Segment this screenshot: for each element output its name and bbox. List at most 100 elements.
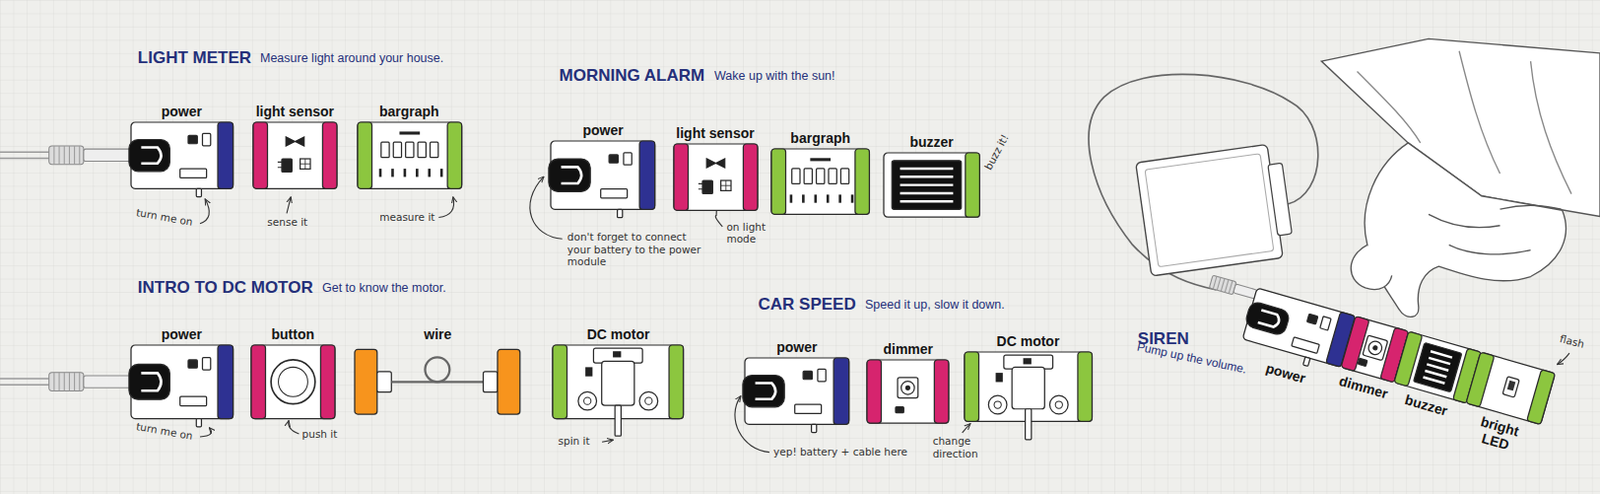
module-part [1022, 358, 1031, 365]
module-part [402, 168, 406, 177]
label-holder: don't forget to connect your battery to … [567, 230, 711, 268]
label-holder: Speed it up, slow it down. [865, 297, 1005, 313]
module-part [322, 122, 336, 189]
module-part [994, 400, 1001, 408]
module-graphic [866, 359, 949, 425]
illustration-part [49, 145, 84, 165]
handwritten-note: push it [302, 427, 338, 441]
circuit-title: CAR SPEED [758, 294, 857, 315]
module-label: bargraph [790, 130, 851, 146]
label-holder: INTRO TO DC MOTOR [137, 277, 314, 298]
module-label: bargraph [379, 103, 440, 120]
module-label: dimmer [882, 340, 934, 357]
module-part [277, 367, 308, 398]
module-part [899, 192, 953, 195]
module-part [899, 200, 953, 202]
label-holder: change direction [933, 434, 995, 460]
module-art [253, 122, 337, 189]
module-part [1412, 341, 1462, 392]
module-part [645, 397, 653, 404]
leader-line [1557, 352, 1570, 364]
module-part [201, 133, 210, 146]
module-part [1502, 376, 1520, 398]
illustration-part [49, 372, 84, 392]
module-part [612, 350, 621, 357]
module-part [813, 195, 817, 203]
module-part [415, 168, 419, 177]
module-label: power [1264, 359, 1308, 387]
label-holder: Get to know the motor. [322, 280, 447, 296]
module-node: power [131, 103, 234, 200]
module-label: power [161, 103, 202, 120]
illustration-part [1088, 73, 1319, 290]
module-art [1238, 286, 1356, 375]
module-part [357, 122, 463, 189]
module-part [447, 122, 462, 189]
module-graphic [744, 357, 850, 435]
module-part [584, 397, 592, 404]
module-part [995, 373, 1002, 383]
module-graphic [131, 344, 234, 429]
module-part [439, 168, 443, 177]
module-label: light sensor [675, 125, 754, 141]
module-part [179, 168, 206, 178]
module-node: light sensor [673, 125, 758, 212]
module-part [866, 359, 881, 423]
module-part [179, 396, 206, 405]
module-graphic [251, 344, 335, 421]
module-part [617, 208, 623, 217]
handwritten-note: don't forget to connect your battery to … [567, 230, 711, 268]
module-part [840, 168, 849, 185]
module-part [552, 344, 567, 419]
module-part [899, 176, 953, 179]
module-part [1507, 380, 1517, 392]
handwritten-note: measure it [379, 210, 435, 224]
label-holder: CAR SPEED [758, 294, 857, 315]
module-part [883, 152, 980, 217]
circuit-subtitle: Measure light around your house. [260, 51, 444, 67]
module-part [1244, 300, 1291, 336]
module-part [1024, 408, 1031, 440]
power-cable [0, 145, 134, 165]
module-part [702, 180, 713, 194]
module-part [128, 139, 169, 172]
module-part [196, 418, 201, 427]
module-label: light sensor [256, 103, 334, 120]
module-node: wire [354, 326, 521, 421]
module-part [1366, 338, 1384, 356]
module-part [790, 195, 794, 203]
module-graphic [883, 152, 980, 219]
module-art [357, 122, 463, 189]
module-label: power [582, 122, 623, 138]
illustration-part [1350, 244, 1392, 289]
illustration-part [1233, 283, 1258, 299]
module-art [1466, 351, 1555, 424]
module-art [251, 344, 335, 419]
label-holder: Measure light around your house. [260, 51, 444, 67]
module-part [897, 377, 919, 399]
module-part [1049, 396, 1068, 415]
circuit-title: INTRO TO DC MOTOR [137, 277, 314, 298]
illustration-part [0, 151, 52, 158]
module-part [1362, 334, 1389, 361]
module-part [866, 359, 949, 423]
circuit-subtitle: Get to know the motor. [322, 280, 447, 296]
module-label: wire [423, 326, 452, 342]
module-part [253, 122, 267, 189]
illustration-part [1212, 275, 1233, 294]
module-part [792, 168, 800, 185]
module-art [354, 349, 521, 415]
module-part [899, 167, 953, 170]
module-part [988, 396, 1007, 415]
module-art [673, 143, 758, 210]
module-part [483, 371, 498, 393]
module-part [755, 382, 777, 399]
module-part [1242, 287, 1355, 367]
module-part [855, 148, 869, 214]
module-part [1306, 313, 1318, 325]
module-part [802, 370, 812, 379]
illustration-part [83, 148, 134, 161]
